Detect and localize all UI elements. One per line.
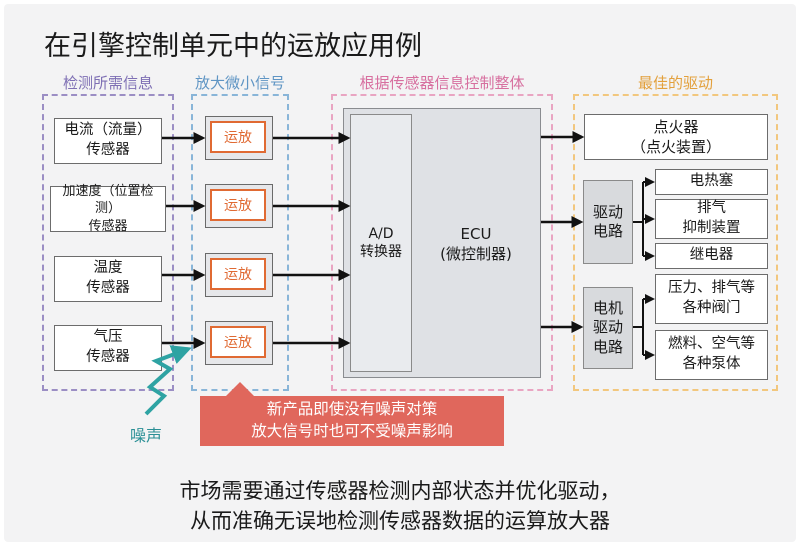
- group-drive: [573, 94, 778, 391]
- opamp-label: 运放: [210, 189, 266, 221]
- drive-circuit-block: 驱动 电路: [583, 180, 633, 264]
- opamp-label: 运放: [210, 258, 266, 290]
- motor-drive-block: 电机 驱动 电路: [583, 287, 633, 369]
- opamp-4: 运放: [205, 321, 273, 365]
- page-title: 在引擎控制单元中的运放应用例: [44, 31, 422, 62]
- output-valves: 压力、排气等 各种阀门: [655, 274, 768, 324]
- sensor-temperature: 温度 传感器: [54, 256, 162, 302]
- noise-label: 噪声: [130, 426, 163, 445]
- opamp-label: 运放: [210, 326, 266, 358]
- callout-pointer: [226, 382, 254, 396]
- igniter-box: 点火器 （点火装置）: [584, 114, 768, 160]
- group-control: [331, 94, 553, 391]
- sensor-current: 电流（流量） 传感器: [54, 118, 162, 164]
- ecu-label: ECU (微控制器): [440, 225, 512, 264]
- sensor-acceleration: 加速度（位置检测） 传感器: [50, 184, 166, 234]
- sensor-pressure: 气压 传感器: [54, 325, 162, 371]
- diagram-canvas: 在引擎控制单元中的运放应用例 检测所需信息 放大微小信号 根据传感器信息控制整体…: [4, 4, 796, 542]
- bottom-caption: 市场需要通过传感器检测内部状态并优化驱动， 从而准确无误地检测传感器数据的运算放…: [179, 479, 621, 534]
- group-drive-label: 最佳的驱动: [637, 74, 713, 92]
- group-control-label: 根据传感器信息控制整体: [359, 74, 525, 92]
- opamp-2: 运放: [205, 184, 273, 228]
- opamp-label: 运放: [210, 121, 266, 153]
- connector-layer: [144, 131, 655, 416]
- noise-zigzag: [144, 345, 192, 416]
- output-pumps: 燃料、空气等 各种泵体: [655, 330, 768, 380]
- output-relay: 继电器: [655, 243, 768, 269]
- opamp-3: 运放: [205, 253, 273, 297]
- output-exhaust-suppressor: 排气 抑制装置: [655, 199, 768, 239]
- output-glow-plug: 电热塞: [655, 169, 768, 195]
- adc-block: A/D 转换器: [350, 114, 412, 372]
- group-sensing-label: 检测所需信息: [62, 74, 153, 92]
- group-amplify-label: 放大微小信号: [194, 74, 285, 92]
- callout-box: 新产品即使没有噪声对策 放大信号时也可不受噪声影响: [200, 396, 504, 446]
- opamp-1: 运放: [205, 116, 273, 160]
- group-sensing: [42, 94, 174, 391]
